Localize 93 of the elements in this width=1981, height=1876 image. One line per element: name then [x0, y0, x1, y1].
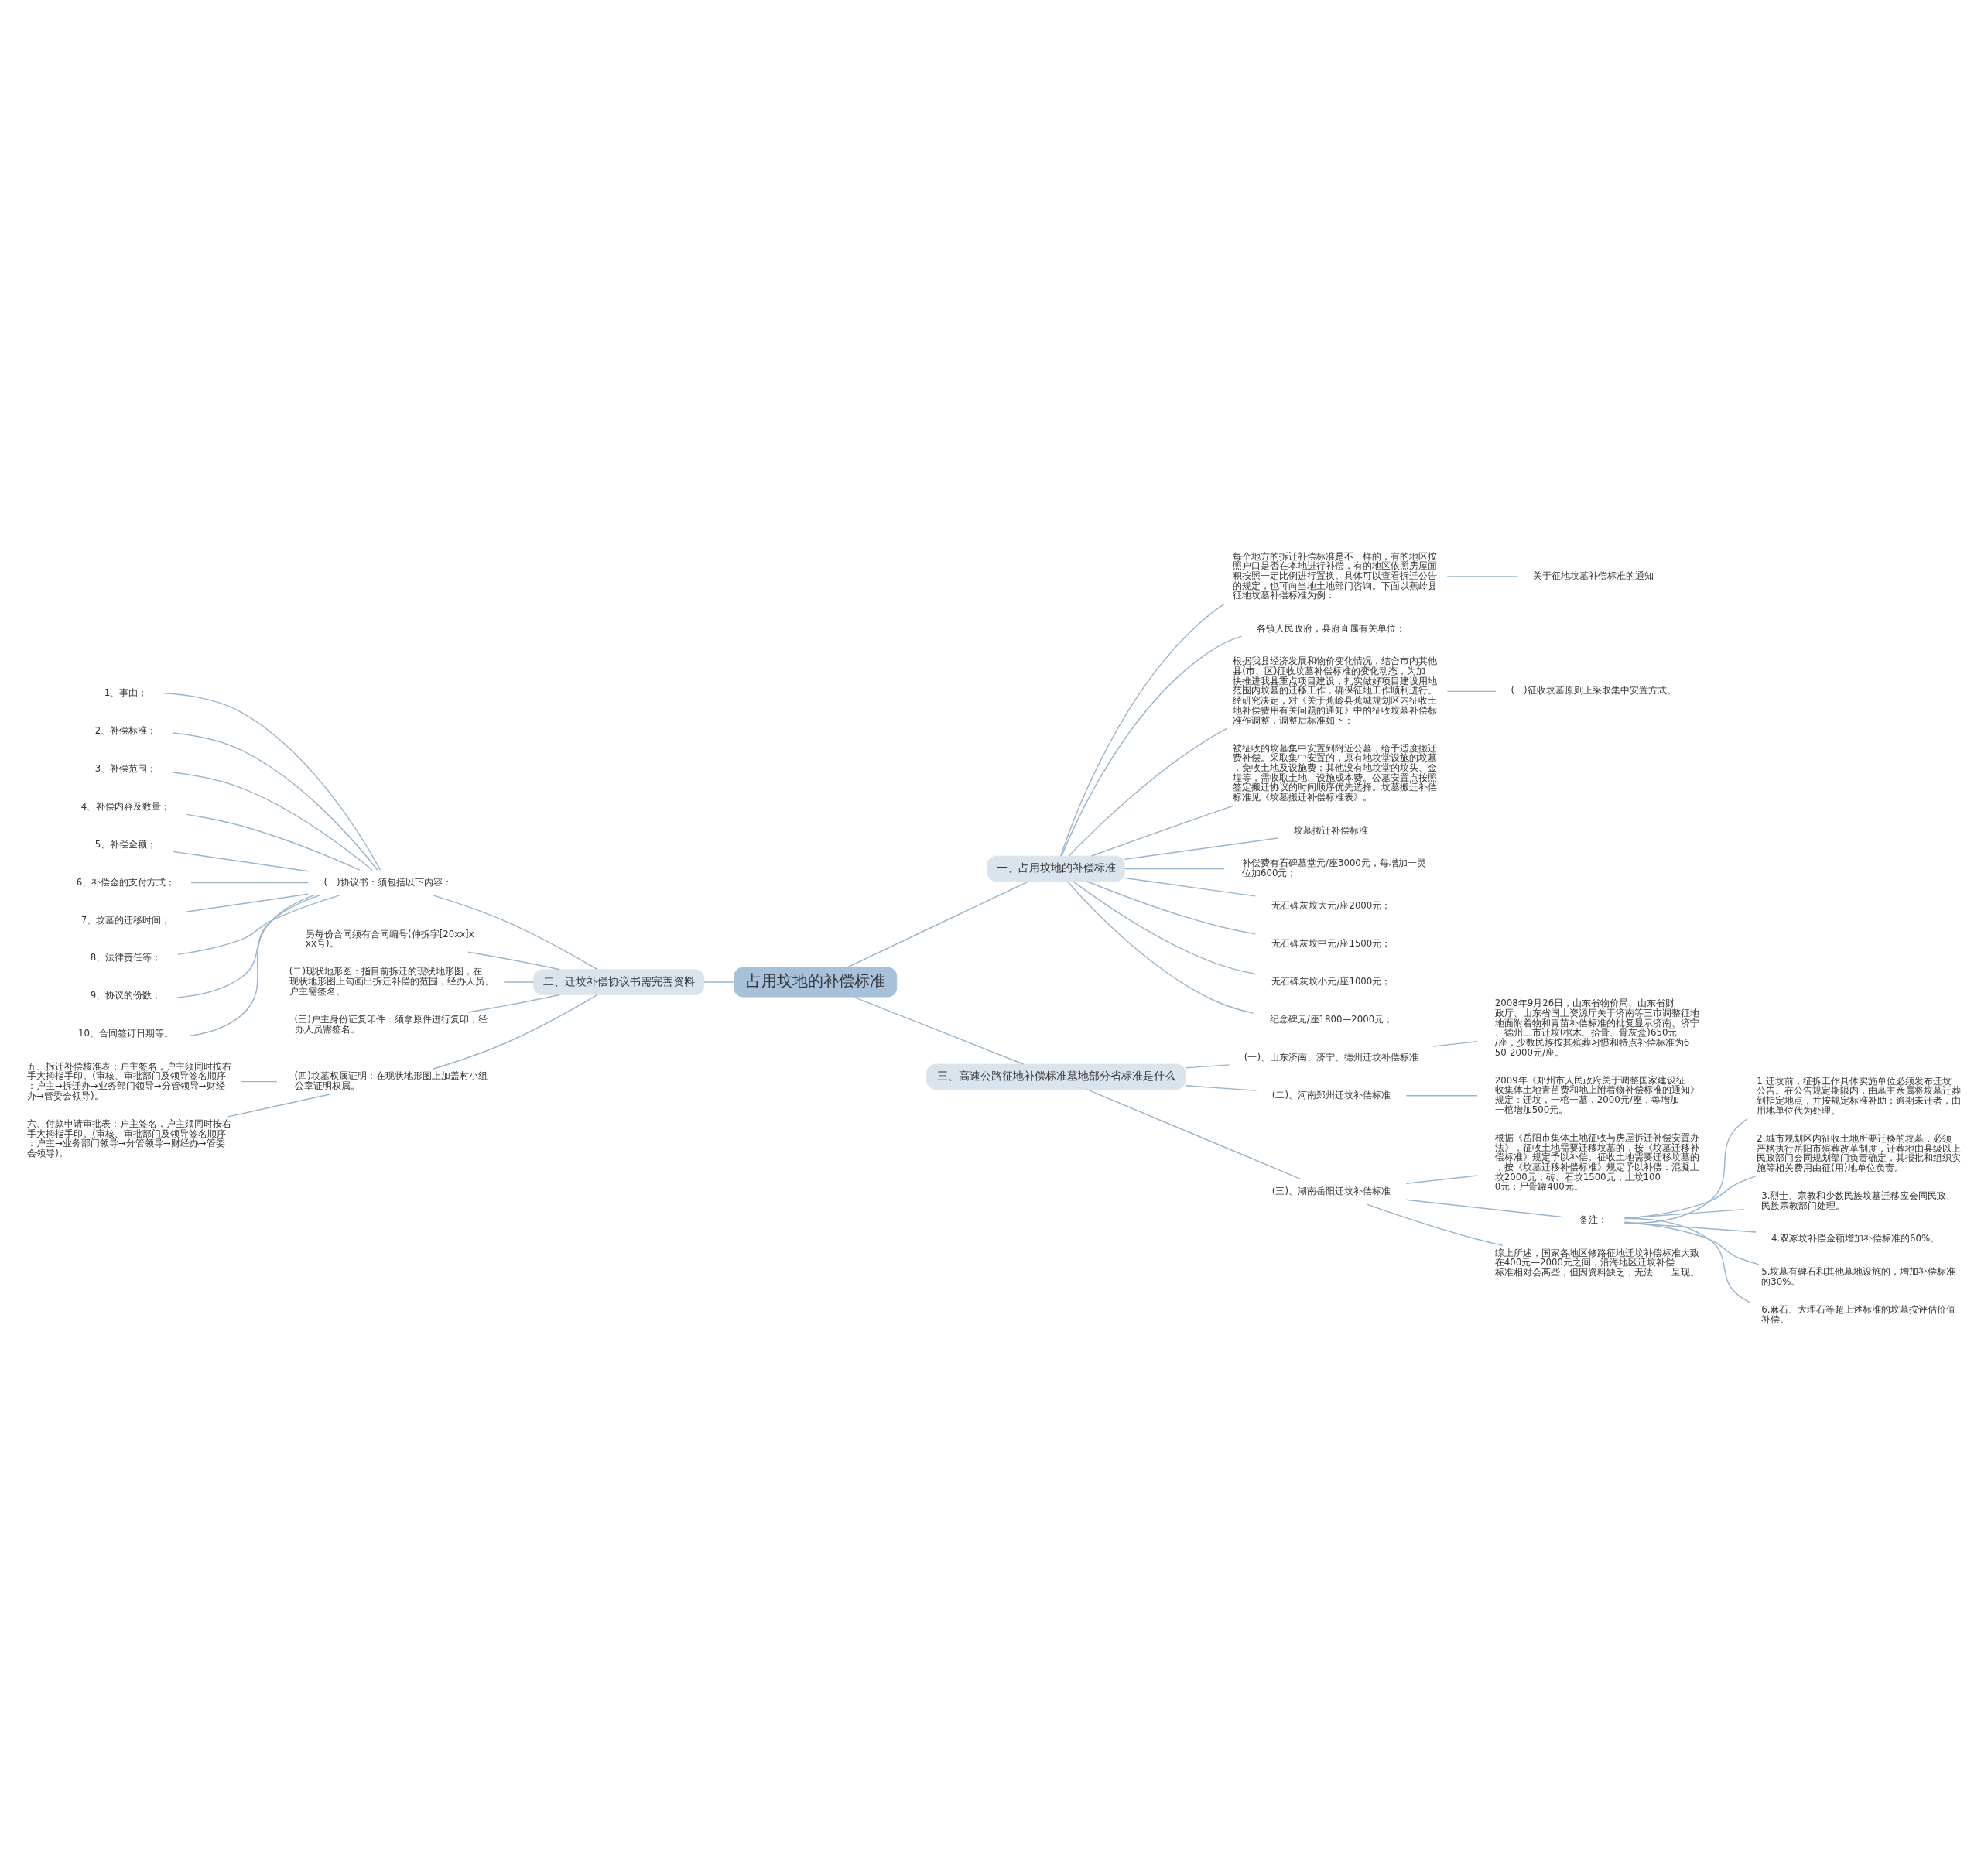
- node-text: 五、拆迁补偿核准表：户主签名，户主须同时按右手大拇指手印。(审核、审批部门及领导签名顺序：户主→拆迁办→业务部门领导→分管领导→财经办→管委会领导)。: [27, 1060, 232, 1101]
- connector: [1124, 877, 1257, 897]
- node-text: 关于征地坟墓补偿标准的通知: [1532, 570, 1654, 581]
- connector: [853, 995, 1025, 1065]
- connector: [1086, 1088, 1302, 1179]
- connector: [1185, 1063, 1230, 1069]
- node-text: 根据《岳阳市集体土地征收与房屋拆迁补偿安置办法》，征收土地需要迁移坟墓的，按《坟墓迁移补偿标准》规定予以补偿。征收土地需要迁移坟墓的，按《坟墓迁移补偿标准》规定予以补偿：混凝土坟2000元；砖、石坟1500元；土坟1000元；尸骨罐400元。: [1494, 1131, 1699, 1192]
- node-text: 补偿费有石碑墓堂元/座3000元，每增加一灵位加600元；: [1241, 857, 1426, 878]
- node-text: (一)征收坟墓原则上采取集中安置方式。: [1511, 684, 1676, 696]
- connector: [1623, 1175, 1757, 1219]
- connector: [176, 894, 340, 955]
- connector: [241, 1080, 278, 1082]
- connector: [176, 894, 320, 998]
- node-text: 根据我县经济发展和物价变化情况，结合市内其他县(市、区)征收坟墓补偿标准的变化动态，为加快推进我县重点项目建设，扎实做好项目建设用地范围内坟墓的迁移工作，确保征地工作顺利进行。经研究决定，对《关于蕉岭县蕉城规划区内征收土地补偿费用有关问题的通知》中的征收坟墓补偿标准作调整，调整后标准如下：: [1233, 655, 1438, 725]
- node-text: 坟墓搬迁补偿标准: [1294, 824, 1369, 836]
- connector: [1623, 1221, 1757, 1233]
- node-text: (三)、湖南岳阳迁坟补偿标准: [1271, 1185, 1391, 1196]
- connector: [703, 981, 734, 983]
- connector: [467, 994, 560, 1013]
- connector: [503, 981, 535, 983]
- node-text: (一)协议书：须包括以下内容：: [323, 876, 452, 888]
- node-text: 5.坟墓有碑石和其他墓地设施的，增加补偿标准的30%。: [1761, 1265, 1956, 1287]
- connector: [1446, 575, 1518, 577]
- node-text: 10、合同签订日期等。: [77, 1027, 173, 1039]
- connector: [1432, 1040, 1478, 1047]
- node-text: 六、付款申请审批表：户主签名，户主须同时按右手大拇指手印。(审核、审批部门及领导签名顺序：户主→业务部门领导→分管领导→财经办→管委会领导)。: [27, 1118, 232, 1159]
- node-text: 无石碑灰坟中元/座1500元；: [1271, 937, 1391, 949]
- connector: [1623, 1208, 1745, 1219]
- connector: [1623, 1118, 1748, 1224]
- connector: [190, 882, 309, 883]
- node-text: 2、补偿标准；: [94, 724, 157, 736]
- node-text: (二)、河南郑州迁坟补偿标准: [1271, 1089, 1391, 1101]
- connector: [1623, 1220, 1760, 1265]
- node-text: 6、补偿金的支付方式；: [76, 876, 176, 888]
- node-text: 3.烈士、宗教和少数民族坟墓迁移应会同民政、民族宗教部门处理。: [1761, 1190, 1956, 1211]
- connector: [1073, 880, 1257, 974]
- node-box: 占用坟地的补偿标准: [734, 967, 898, 998]
- node-text: 4.双冢坟补偿金额增加补偿标准的60%。: [1771, 1232, 1940, 1244]
- node-text: 各镇人民政府，县府直属有关单位：: [1257, 622, 1406, 634]
- connector: [1366, 1203, 1504, 1246]
- connector: [433, 894, 598, 970]
- node-box: 三、高速公路征地补偿标准墓地部分省标准是什么: [926, 1063, 1186, 1090]
- connector: [846, 880, 1029, 968]
- connector: [1623, 1217, 1750, 1303]
- connector: [1185, 1084, 1257, 1091]
- connector: [172, 851, 309, 871]
- node-text: 另每份合同须有合同编号(仲拆字[20xx]xxx号)。: [306, 928, 474, 949]
- node-text: 纪念碑元/座1800—2000元；: [1269, 1013, 1394, 1025]
- connector: [1124, 837, 1278, 860]
- connector: [189, 894, 315, 1036]
- connector: [1068, 727, 1228, 857]
- connector: [172, 731, 378, 871]
- connector: [1405, 1199, 1563, 1217]
- node-text: 2.城市规划区内征收土地所要迁移的坟墓，必须严格执行岳阳市殡葬改革制度，迁葬地由县级以上民政部门会同规划部门负责确定，其报批和组织实施等相关费用由征(用)地单位负责。: [1757, 1132, 1962, 1173]
- node-text: (三)户主身份证复印件：须拿原件进行复印，经办人员需签名。: [294, 1013, 488, 1035]
- node-text: 2008年9月26日，山东省物价局、山东省财政厅、山东省国土资源厅关于济南等三市调整征地地面附着物和青苗补偿标准的批复显示济南、济宁、德州三市迁坟(棺木、拾骨、骨灰盒)650元/座，少数民族按其殡葬习惯和特点补偿标准为650-2000元/座。: [1494, 997, 1699, 1058]
- node-text: 3、补偿范围；: [94, 762, 157, 774]
- node-text: 备注：: [1579, 1214, 1607, 1225]
- connector: [163, 692, 381, 871]
- connector: [173, 771, 373, 871]
- connector: [1061, 635, 1243, 857]
- connector: [433, 994, 598, 1070]
- node-text: 7、坟墓的迁移时间；: [80, 913, 171, 925]
- node-text: 1、事由；: [104, 686, 148, 698]
- node-text: 无石碑灰坟小元/座1000元；: [1271, 975, 1391, 987]
- node-text: (四)坟墓权属证明：在现状地形图上加盖村小组公章证明权属。: [294, 1070, 488, 1091]
- connector: [1446, 690, 1497, 692]
- node-text: 综上所述，国家各地区修路征地迁坟补偿标准大致在400元—2000元之间，沿海地区迁坟补偿标准相对会高些，但因资料缺乏，无法一一呈现。: [1494, 1247, 1699, 1278]
- node-text: 6.麻石、大理石等超上述标准的坟墓按评估价值补偿。: [1761, 1303, 1956, 1324]
- node-box: 二、迁坟补偿协议书需完善资料: [533, 968, 705, 995]
- connector: [186, 813, 361, 871]
- connector: [228, 1093, 330, 1118]
- connector: [186, 893, 309, 912]
- node-text: 8、法律责任等；: [90, 951, 162, 963]
- node-text: 1.迁坟前，征拆工作具体实施单位必须发布迁坟公告。在公告规定期限内，由墓主亲属将坟墓迁葬到指定地点，并按规定标准补助；逾期未迁者，由用地单位代为处理。: [1757, 1075, 1962, 1116]
- node-text: (二)现状地形图：指目前拆迁的现状地形图，在现状地形图上勾画出拆迁补偿的范围，经办人员、户主需签名。: [289, 965, 494, 997]
- node-text: 2009年《郑州市人民政府关于调整国家建设征收集体土地青苗费和地上附着物补偿标准的通知》规定：迁坟，一棺一墓，2000元/座，每增加一棺增加500元。: [1494, 1074, 1699, 1115]
- connector: [1060, 603, 1226, 857]
- node-text: 4、补偿内容及数量；: [80, 800, 171, 812]
- node-text: 每个地方的拆迁补偿标准是不一样的，有的地区按照户口是否在本地进行补偿，有的地区依照房屋面积按照一定比例进行置换。具体可以查看拆迁公告的规定，也可向当地土地部门咨询。下面以蕉岭县征地坟墓补偿标准为例：: [1233, 550, 1438, 601]
- node-text: 5、补偿金额；: [94, 838, 157, 850]
- connector: [1405, 1094, 1478, 1096]
- node-text: 被征收的坟墓集中安置到附近公墓，给予适度搬迁费补偿。采取集中安置的，原有地坟堂设施的坟墓，免收土地及设施费；其他没有地坟堂的坟头、金埕等，需收取土地、设施成本费。公墓安置点按照签定搬迁协议的时间顺序优先选择。坟墓搬迁补偿标准见《坟墓搬迁补偿标准表》。: [1233, 742, 1438, 803]
- node-text: 9、协议的份数；: [90, 989, 162, 1001]
- node-text: 无石碑灰坟大元/座2000元；: [1271, 899, 1391, 911]
- node-text: (一)、山东济南、济宁、德州迁坟补偿标准: [1244, 1051, 1418, 1063]
- connector: [1090, 804, 1235, 857]
- connector: [467, 950, 560, 970]
- connector: [1405, 1174, 1478, 1184]
- connector: [1086, 880, 1257, 935]
- node-box: 一、占用坟地的补偿标准: [987, 855, 1125, 882]
- connector: [1066, 880, 1254, 1014]
- connector: [1124, 868, 1225, 869]
